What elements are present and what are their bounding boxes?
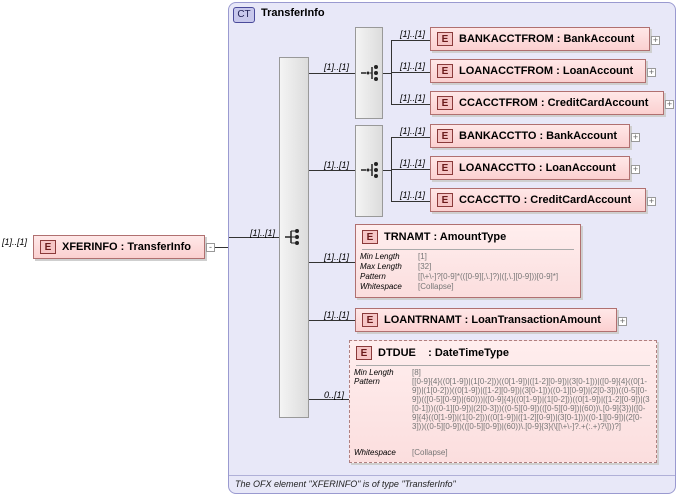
main-sequence-multiplicity: [1]..[1] [250,228,276,238]
expand-icon[interactable]: + [651,35,660,45]
facet-value: [[\+\-]?[0-9]*(([0-9][,\.]?)|([,\.][0-9]… [418,272,559,281]
connector-line [309,170,355,171]
element-bankacctfrom[interactable]: E BANKACCTFROM : BankAccount [430,27,650,51]
element-icon: E [437,64,453,78]
facet-name: Min Length [354,368,394,377]
element-label: LOANTRNAMT : LoanTransactionAmount [384,314,601,326]
facet-name: Whitespace [354,448,396,457]
element-ccacctto[interactable]: E CCACCTTO : CreditCardAccount [430,188,646,212]
loanacctfrom-multiplicity: [1]..[1] [400,61,426,71]
sequence-icon [285,229,299,245]
trnamt-multiplicity: [1]..[1] [324,252,350,262]
facet-name: Pattern [360,272,386,281]
connector-line [391,104,430,105]
element-icon: E [40,240,56,254]
element-label: LOANACCTTO : LoanAccount [459,162,616,174]
element-bankacctto[interactable]: E BANKACCTTO : BankAccount [430,124,630,148]
element-icon: E [362,313,378,327]
loanacctto-multiplicity: [1]..[1] [400,158,426,168]
element-label: DTDUE : DateTimeType [378,347,510,359]
footer-separator [229,475,675,476]
expand-icon[interactable]: + [631,164,640,174]
connector-line [391,40,430,41]
facet-value: [[0-9]{4}((0[1-9])|(1[0-2]))((0[1-9])|([… [412,377,650,431]
expand-icon[interactable]: + [618,316,627,326]
element-loanacctfrom[interactable]: E LOANACCTFROM : LoanAccount [430,59,646,83]
element-icon: E [437,129,453,143]
facet-name: Max Length [360,262,402,271]
element-icon: E [437,193,453,207]
element-icon: E [437,32,453,46]
facet-value: [Collapse] [418,282,454,291]
root-element-xferinfo[interactable]: E XFERINFO : TransferInfo [33,235,205,259]
bankacctfrom-multiplicity: [1]..[1] [400,29,426,39]
complex-type-footnote: The OFX element "XFERINFO" is of type "T… [235,479,456,489]
complex-type-title: TransferInfo [261,7,325,19]
expand-icon[interactable]: + [647,196,656,206]
ccacctfrom-multiplicity: [1]..[1] [400,93,426,103]
expand-icon[interactable]: + [665,99,674,109]
element-icon: E [356,346,372,360]
element-icon: E [437,96,453,110]
root-element-label: XFERINFO : TransferInfo [62,241,191,253]
ccacctto-multiplicity: [1]..[1] [400,190,426,200]
connector-line [383,170,391,171]
facet-value: [Collapse] [412,448,448,457]
choice-icon [361,65,378,81]
connector-line [309,262,355,263]
facets-table: Min Length [8] Pattern [[0-9]{4}((0[1-9]… [350,368,656,460]
element-ccacctfrom[interactable]: E CCACCTFROM : CreditCardAccount [430,91,664,115]
element-icon: E [437,161,453,175]
loantrnamt-multiplicity: [1]..[1] [324,310,350,320]
connector-line [309,399,349,400]
element-label: CCACCTFROM : CreditCardAccount [459,97,649,109]
element-trnamt[interactable]: E TRNAMT : AmountType Min Length [1] Max… [355,224,581,298]
element-label: BANKACCTFROM : BankAccount [459,33,635,45]
element-icon: E [362,230,378,244]
connector-line [215,247,229,248]
divider [356,365,650,366]
element-label: TRNAMT : AmountType [384,231,507,243]
facets-table: Min Length [1] Max Length [32] Pattern [… [356,252,580,296]
root-multiplicity: [1]..[1] [2,237,28,247]
facet-value: [1] [418,252,427,261]
element-label: LOANACCTFROM : LoanAccount [459,65,634,77]
choice-from-multiplicity: [1]..[1] [324,62,350,72]
element-loantrnamt[interactable]: E LOANTRNAMT : LoanTransactionAmount [355,308,617,332]
collapse-expander-icon[interactable]: - [206,243,215,252]
facet-value: [8] [412,368,421,377]
connector-line [309,320,355,321]
element-label: CCACCTTO : CreditCardAccount [459,194,632,206]
expand-icon[interactable]: + [647,67,656,77]
bankacctto-multiplicity: [1]..[1] [400,126,426,136]
connector-line [391,169,430,170]
element-label: BANKACCTTO : BankAccount [459,130,618,142]
connector-line [391,201,430,202]
connector-line [309,73,355,74]
facet-value: [32] [418,262,432,271]
choice-icon [361,162,378,178]
expand-icon[interactable]: + [631,132,640,142]
connector-line [229,237,279,238]
facet-name: Pattern [354,377,380,386]
facet-name: Min Length [360,252,400,261]
connector-line [391,72,430,73]
dtdue-multiplicity: 0..[1] [324,390,345,400]
element-dtdue[interactable]: E DTDUE : DateTimeType Min Length [8] Pa… [349,340,657,463]
connector-line [391,137,430,138]
divider [362,249,574,250]
element-loanacctto[interactable]: E LOANACCTTO : LoanAccount [430,156,630,180]
choice-to-multiplicity: [1]..[1] [324,160,350,170]
complex-type-badge: CT [233,7,255,23]
connector-line [383,73,391,74]
facet-name: Whitespace [360,282,402,291]
